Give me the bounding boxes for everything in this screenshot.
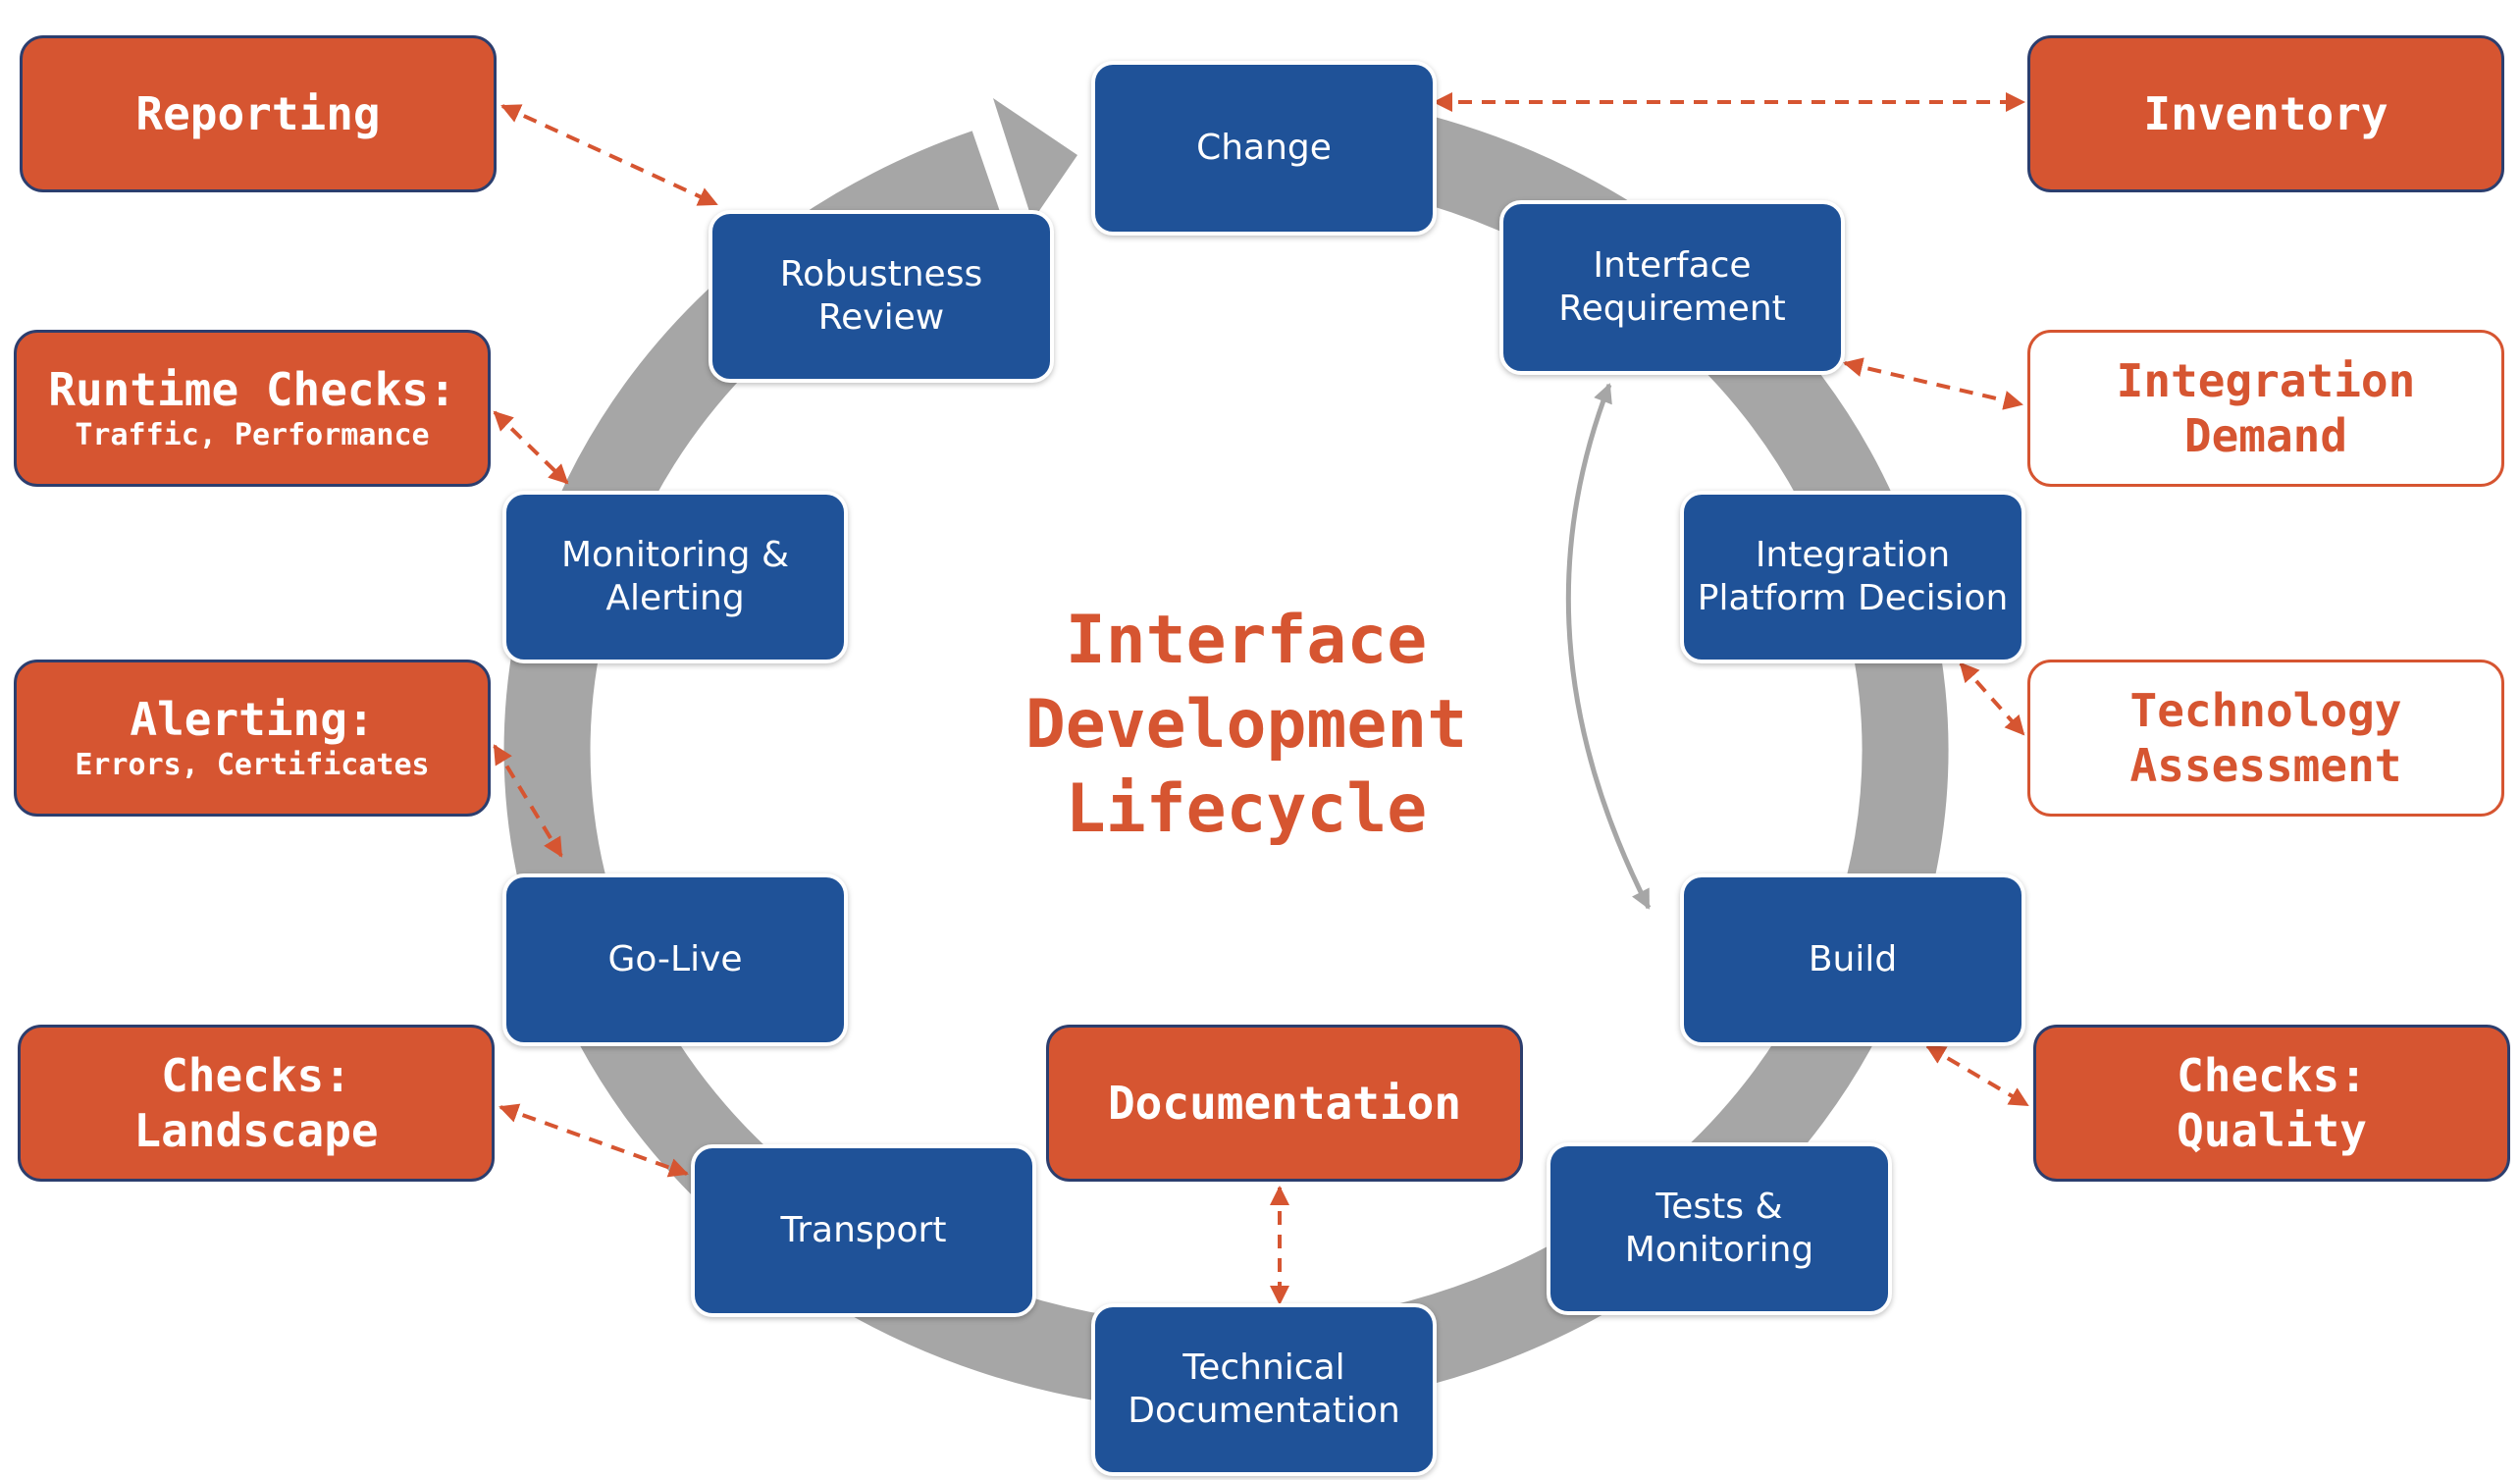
stage-label: Requirement (1558, 289, 1786, 329)
external-label: Quality (2177, 1104, 2367, 1157)
stage-robustness-review[interactable]: Robustness Review (709, 210, 1054, 383)
external-label: Documentation (1107, 1077, 1462, 1130)
connector-checks-landscape (499, 1103, 689, 1178)
stage-label: Platform Decision (1697, 578, 2009, 618)
stage-label: Change (1196, 128, 1332, 168)
external-label: Assessment (2129, 739, 2402, 792)
stage-label: Robustness (779, 254, 983, 294)
stage-label: Build (1808, 939, 1898, 979)
external-label: Checks: (2177, 1049, 2367, 1102)
external-checks-landscape[interactable]: Checks: Landscape (18, 1025, 495, 1182)
stage-technical-documentation[interactable]: Technical Documentation (1091, 1303, 1437, 1476)
stage-label: Go-Live (607, 939, 743, 979)
external-inventory[interactable]: Inventory (2027, 35, 2504, 192)
title-line: Interface (1065, 602, 1428, 679)
external-documentation[interactable]: Documentation (1046, 1025, 1523, 1182)
feedback-arrow (1565, 383, 1652, 910)
external-reporting[interactable]: Reporting (20, 35, 497, 192)
external-sublabel: Errors, Certificates (75, 748, 430, 782)
external-alerting[interactable]: Alerting: Errors, Certificates (14, 660, 491, 817)
stage-label: Review (817, 297, 945, 338)
stage-integration-platform-decision[interactable]: Integration Platform Decision (1680, 491, 2025, 663)
connector-technology-assessment (1959, 661, 2025, 736)
stage-label: Transport (780, 1210, 947, 1250)
connector-runtime-checks (493, 410, 569, 485)
external-label: Inventory (2143, 87, 2389, 140)
stage-change[interactable]: Change (1091, 61, 1437, 236)
stage-go-live[interactable]: Go-Live (502, 873, 848, 1046)
stage-label: Tests & (1655, 1187, 1783, 1227)
external-checks-quality[interactable]: Checks: Quality (2033, 1025, 2510, 1182)
external-integration-demand[interactable]: Integration Demand (2027, 330, 2504, 487)
connector-checks-quality (1925, 1044, 2029, 1107)
diagram-title: Interface Development Lifecycle (942, 599, 1550, 852)
stage-interface-requirement[interactable]: Interface Requirement (1499, 200, 1845, 375)
stage-label: Monitoring & (560, 535, 790, 575)
external-label: Runtime Checks: (48, 363, 456, 416)
connector-integration-demand (1843, 357, 2023, 410)
external-label: Alerting: (130, 693, 375, 746)
stage-label: Alerting (605, 578, 745, 618)
external-label: Technology (2129, 684, 2402, 737)
connector-reporting (500, 104, 718, 206)
external-sublabel: Traffic, Performance (75, 418, 430, 452)
stage-label: Interface (1593, 245, 1752, 286)
external-label: Demand (2183, 409, 2348, 462)
stage-monitoring-alerting[interactable]: Monitoring & Alerting (502, 491, 848, 663)
title-line: Development (1024, 686, 1468, 764)
external-label: Integration (2116, 354, 2416, 407)
stage-build[interactable]: Build (1680, 873, 2025, 1046)
external-label: Reporting (135, 87, 381, 140)
title-line: Lifecycle (1065, 770, 1428, 848)
stage-label: Documentation (1128, 1391, 1400, 1431)
external-technology-assessment[interactable]: Technology Assessment (2027, 660, 2504, 817)
stage-label: Technical (1182, 1348, 1345, 1388)
stage-label: Integration (1755, 535, 1951, 575)
cycle-arrowhead (993, 98, 1077, 221)
external-label: Checks: (161, 1049, 351, 1102)
external-runtime-checks[interactable]: Runtime Checks: Traffic, Performance (14, 330, 491, 487)
stage-tests-monitoring[interactable]: Tests & Monitoring (1547, 1142, 1892, 1315)
stage-label: Monitoring (1624, 1230, 1814, 1270)
connector-alerting (493, 744, 563, 858)
external-label: Landscape (133, 1104, 379, 1157)
stage-transport[interactable]: Transport (691, 1144, 1036, 1317)
